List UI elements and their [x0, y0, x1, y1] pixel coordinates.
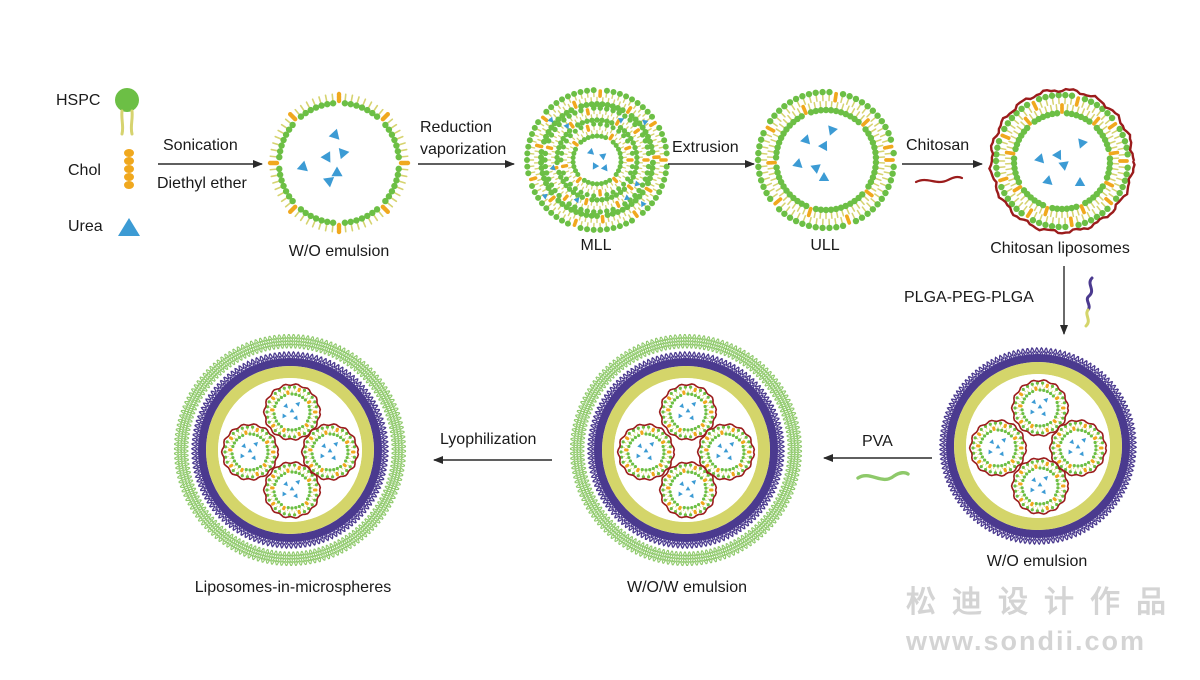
legend: HSPC Chol Urea: [56, 88, 140, 236]
pva-strand-icon: [856, 470, 910, 482]
wo-emulsion-microsphere: [938, 346, 1138, 546]
step-sonication-label: Sonication: [163, 137, 238, 154]
legend-hspc-label: HSPC: [56, 92, 100, 109]
hspc-icon: [115, 88, 139, 136]
wow-emulsion-microsphere: [569, 333, 803, 567]
plga-peg-plga-icon: [1084, 276, 1094, 328]
step-chitosan-label: Chitosan: [906, 137, 969, 154]
step-reduction-label: Reduction: [420, 119, 492, 136]
step-lyophilization-label: Lyophilization: [440, 431, 536, 448]
caption-wo-emulsion-2: W/O emulsion: [987, 553, 1087, 570]
wo-emulsion-particle: [267, 91, 411, 235]
watermark-chinese: 松迪设计作品: [906, 585, 1182, 620]
caption-wo-emulsion-1: W/O emulsion: [289, 243, 389, 260]
caption-chitosan-liposomes: Chitosan liposomes: [990, 240, 1130, 257]
caption-liposomes-in-microspheres: Liposomes-in-microspheres: [195, 579, 392, 596]
cholesterol-icon: [124, 149, 134, 189]
mll-particle: [524, 87, 670, 233]
step-diethyl-ether-label: Diethyl ether: [157, 175, 247, 192]
watermark-url: www.sondii.com: [905, 626, 1146, 656]
legend-chol-label: Chol: [68, 162, 101, 179]
caption-mll: MLL: [580, 237, 611, 254]
ull-particle: [754, 88, 897, 232]
legend-urea-label: Urea: [68, 218, 103, 235]
step-pva-label: PVA: [862, 433, 893, 450]
step-vaporization-label: vaporization: [420, 141, 506, 158]
step-extrusion-label: Extrusion: [672, 139, 739, 156]
step-plga-label: PLGA-PEG-PLGA: [904, 289, 1034, 306]
urea-icon: [118, 218, 140, 236]
chitosan-liposome-particle: [988, 87, 1136, 235]
caption-ull: ULL: [810, 237, 839, 254]
caption-wow-emulsion: W/O/W emulsion: [627, 579, 747, 596]
liposomes-in-microspheres: [173, 333, 407, 567]
chitosan-strand-icon: [914, 175, 964, 184]
